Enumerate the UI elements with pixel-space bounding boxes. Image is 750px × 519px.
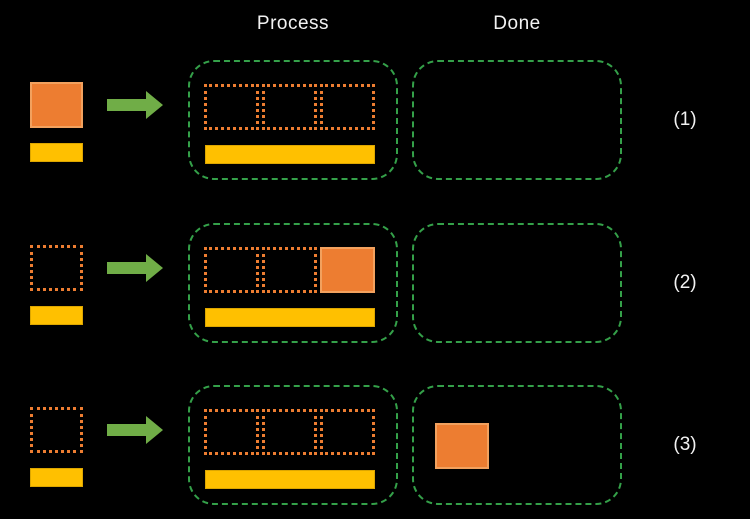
- process-box: [188, 60, 398, 180]
- source-square: [30, 407, 83, 453]
- process-slot-1: [204, 409, 259, 455]
- process-slot-3: [320, 84, 375, 130]
- process-slot-2: [262, 247, 317, 293]
- arrow-right-icon: [107, 416, 163, 444]
- process-slot-2: [262, 409, 317, 455]
- process-slot-3: [320, 247, 375, 293]
- arrow-right-icon: [107, 91, 163, 119]
- process-slot-2: [262, 84, 317, 130]
- done-box: [412, 223, 622, 343]
- source-bar: [30, 306, 83, 325]
- process-bar: [205, 470, 375, 489]
- diagram-row-1: (1): [0, 60, 750, 180]
- process-bar: [205, 145, 375, 164]
- column-header-process: Process: [256, 13, 330, 34]
- source-bar: [30, 143, 83, 162]
- row-label-1: (1): [673, 109, 697, 130]
- process-bar: [205, 308, 375, 327]
- process-box: [188, 223, 398, 343]
- done-square: [435, 423, 489, 469]
- source-square: [30, 82, 83, 128]
- done-box: [412, 385, 622, 505]
- diagram-row-3: (3): [0, 385, 750, 505]
- source-bar: [30, 468, 83, 487]
- arrow-right-icon: [107, 254, 163, 282]
- process-slot-1: [204, 247, 259, 293]
- row-label-3: (3): [673, 434, 697, 455]
- done-box: [412, 60, 622, 180]
- source-square: [30, 245, 83, 291]
- process-slot-3: [320, 409, 375, 455]
- row-label-2: (2): [673, 272, 697, 293]
- process-slot-1: [204, 84, 259, 130]
- diagram-row-2: (2): [0, 223, 750, 343]
- column-header-done: Done: [493, 13, 541, 34]
- process-box: [188, 385, 398, 505]
